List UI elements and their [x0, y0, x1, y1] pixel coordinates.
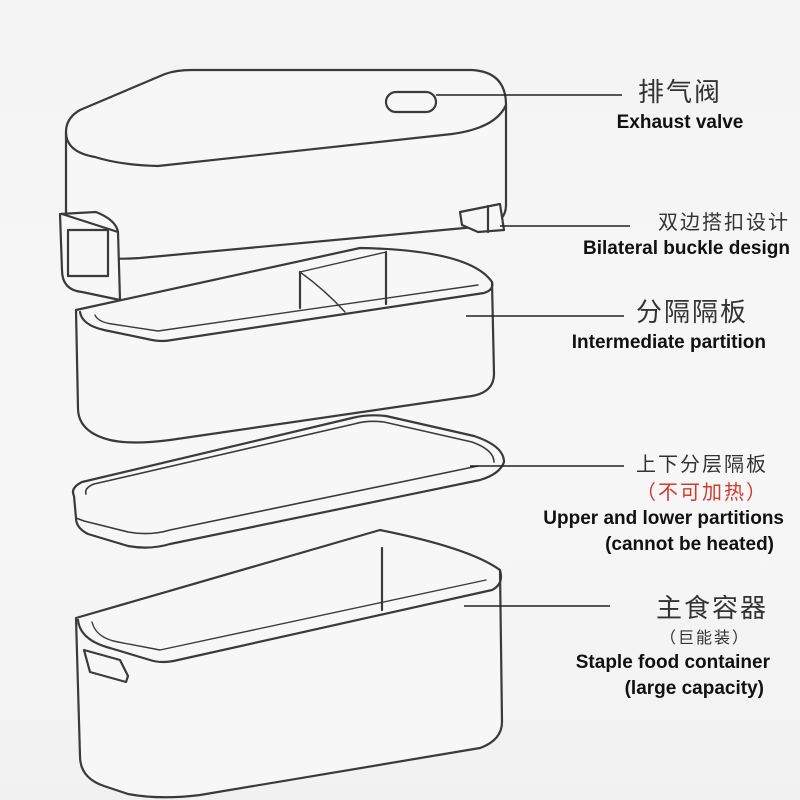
- staple-container-note: （巨能装）: [530, 626, 780, 650]
- layer-partition-en-2: (cannot be heated): [500, 532, 790, 558]
- layer-partition-note: （不可加热）: [500, 478, 790, 506]
- staple-container-label: 主食容器 （巨能装） Staple food container (large …: [530, 592, 780, 702]
- staple-container-zh: 主食容器: [530, 592, 780, 626]
- exhaust-valve-zh: 排气阀: [580, 76, 780, 110]
- exhaust-valve-label: 排气阀 Exhaust valve: [580, 76, 780, 136]
- intermediate-partition-label: 分隔隔板 Intermediate partition: [530, 296, 780, 356]
- staple-container-en-2: (large capacity): [530, 676, 780, 702]
- layer-partition-label: 上下分层隔板 （不可加热） Upper and lower partitions…: [500, 450, 790, 558]
- exhaust-valve-en: Exhaust valve: [580, 110, 780, 136]
- bilateral-buckle-en: Bilateral buckle design: [548, 236, 798, 262]
- staple-container: [76, 530, 502, 797]
- staple-container-en-1: Staple food container: [530, 650, 780, 676]
- lid: [66, 70, 506, 259]
- intermediate-partition-zh: 分隔隔板: [530, 296, 780, 330]
- bilateral-buckle-label: 双边搭扣设计 Bilateral buckle design: [548, 208, 798, 262]
- intermediate-container: [76, 248, 494, 443]
- layer-partition-en-1: Upper and lower partitions: [500, 506, 790, 532]
- intermediate-partition-en: Intermediate partition: [530, 330, 780, 356]
- layer-partition-zh: 上下分层隔板: [500, 450, 790, 478]
- exhaust-valve-icon: [386, 92, 436, 112]
- left-buckle: [60, 212, 120, 300]
- bilateral-buckle-zh: 双边搭扣设计: [548, 208, 798, 236]
